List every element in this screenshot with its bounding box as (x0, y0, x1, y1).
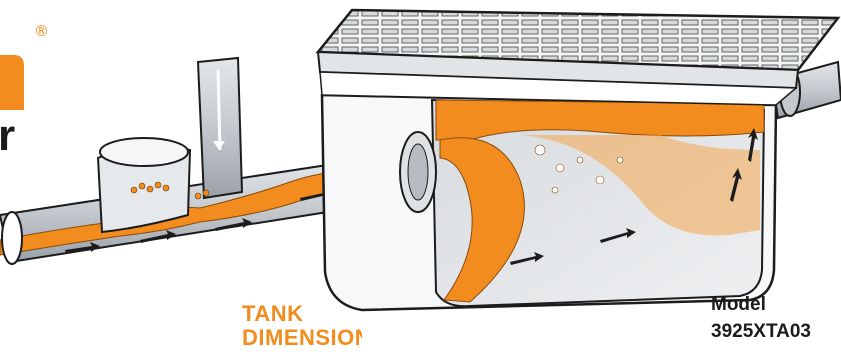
model-label: Model (711, 291, 831, 318)
tank-dimensions-heading[interactable]: TANK DIMENSIONS (242, 302, 362, 353)
model-caption: Model 3925XTA03 (711, 291, 831, 345)
registered-trademark: ® (34, 22, 49, 40)
cover-grate-icon (318, 10, 838, 105)
tank-dimensions-line-1: TANK (242, 302, 362, 326)
logo-fragment-letter: r (0, 111, 15, 160)
model-number: 3925XTA03 (711, 318, 831, 345)
brand-logo: r (0, 55, 24, 160)
vent-pipe-icon (198, 58, 242, 198)
tank-dimensions-line-2: DIMENSIONS (242, 326, 362, 350)
